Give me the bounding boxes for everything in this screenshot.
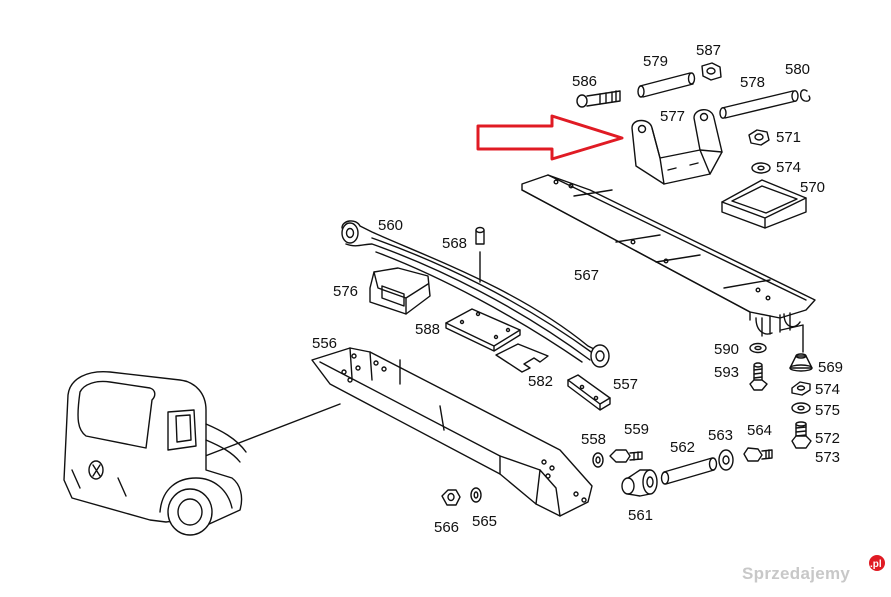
- label-576: 576: [333, 283, 358, 300]
- label-590: 590: [714, 341, 739, 358]
- bolt-593: [749, 362, 768, 391]
- centre-pin-568: [475, 226, 485, 283]
- highlight-arrow-icon: [476, 114, 624, 161]
- frame-556: [311, 347, 593, 517]
- part-labels: 586 579 587 578 580 577 571 574 570 560 …: [312, 42, 843, 536]
- washer-558: [592, 452, 604, 468]
- label-572: 572: [815, 430, 840, 447]
- watermark-badge-icon: [869, 555, 885, 571]
- watermark-text: Sprzedajemy: [742, 564, 850, 583]
- shim-582: [495, 343, 549, 373]
- washer-574-lower: [791, 381, 811, 396]
- plate-557: [567, 374, 611, 411]
- label-568: 568: [442, 235, 467, 252]
- label-563: 563: [708, 427, 733, 444]
- truck-illustration: [63, 371, 247, 536]
- label-570: 570: [800, 179, 825, 196]
- plate-588: [445, 308, 521, 352]
- leaf-spring-560: [341, 220, 610, 368]
- pin-562: [660, 457, 718, 485]
- bush-561: [621, 469, 658, 497]
- washer-565: [470, 487, 482, 503]
- label-573: 573: [815, 449, 840, 466]
- pin-578: [719, 90, 799, 119]
- label-558: 558: [581, 431, 606, 448]
- bolt-559: [609, 449, 643, 463]
- label-574-lower: 574: [815, 381, 840, 398]
- washer-590: [749, 342, 767, 354]
- label-559: 559: [624, 421, 649, 438]
- rubber-block-570: [721, 179, 807, 229]
- beam-567: [521, 174, 816, 353]
- label-557: 557: [613, 376, 638, 393]
- label-560: 560: [378, 217, 403, 234]
- label-580: 580: [785, 61, 810, 78]
- label-574-upper: 574: [776, 159, 801, 176]
- nut-587: [701, 62, 722, 81]
- label-575: 575: [815, 402, 840, 419]
- bracket-577: [631, 109, 723, 185]
- label-564: 564: [747, 422, 772, 439]
- label-579: 579: [643, 53, 668, 70]
- nut-566: [441, 489, 461, 506]
- label-571: 571: [776, 129, 801, 146]
- watermark: Sprzedajemy .pl: [742, 555, 885, 583]
- washer-575: [791, 402, 811, 414]
- label-582: 582: [528, 373, 553, 390]
- label-578: 578: [740, 74, 765, 91]
- label-562: 562: [670, 439, 695, 456]
- label-565: 565: [472, 513, 497, 530]
- label-587: 587: [696, 42, 721, 59]
- label-561: 561: [628, 507, 653, 524]
- bolt-564: [743, 447, 773, 462]
- pin-579: [637, 72, 696, 98]
- label-577: 577: [660, 108, 685, 125]
- label-569: 569: [818, 359, 843, 376]
- nut-571: [748, 129, 770, 146]
- label-593: 593: [714, 364, 739, 381]
- label-556: 556: [312, 335, 337, 352]
- bolt-572: [791, 421, 812, 449]
- buffer-569: [789, 353, 813, 372]
- washer-574-upper: [751, 162, 771, 174]
- circlip-580: [800, 89, 811, 102]
- label-588: 588: [415, 321, 440, 338]
- label-566: 566: [434, 519, 459, 536]
- label-567: 567: [574, 267, 599, 284]
- label-586: 586: [572, 73, 597, 90]
- bolt-586: [576, 90, 621, 108]
- watermark-badge-text: .pl: [870, 559, 882, 570]
- washer-563: [718, 449, 734, 471]
- spacer-576: [369, 267, 431, 315]
